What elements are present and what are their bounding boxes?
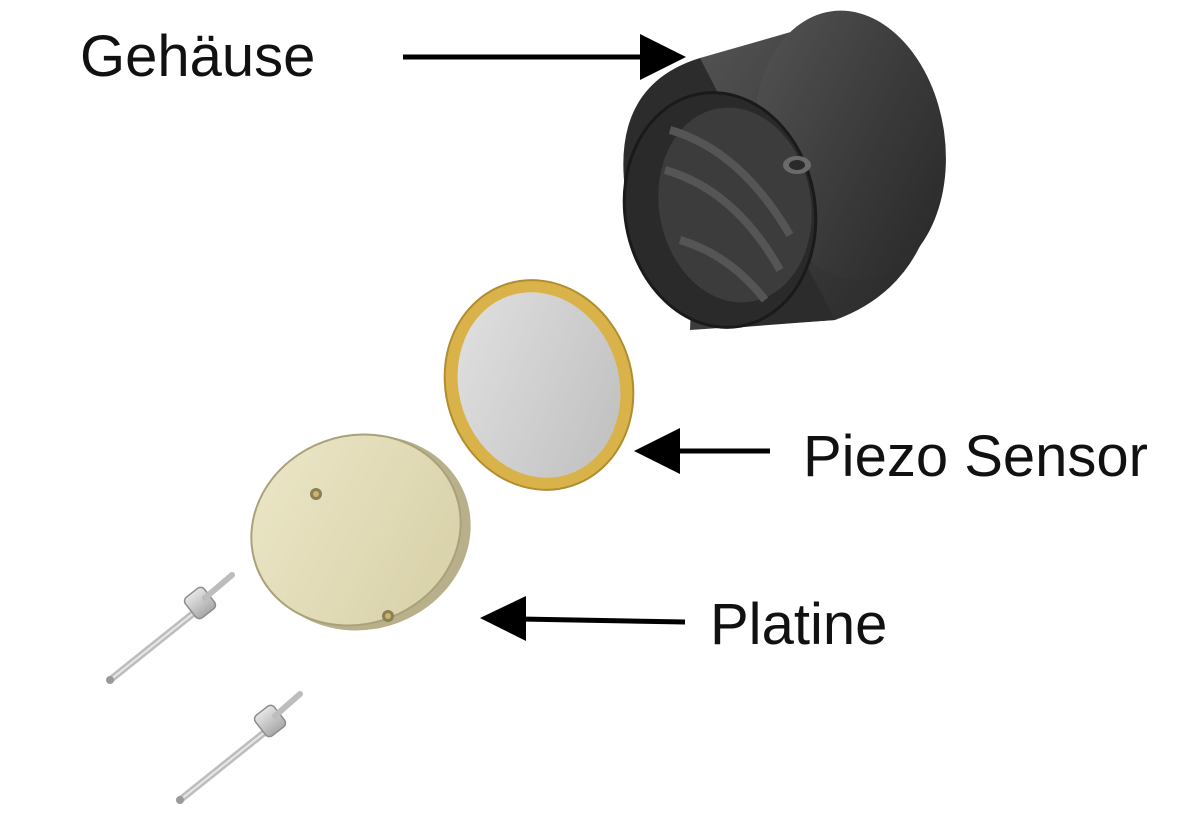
housing-part xyxy=(622,10,946,330)
piezo-sensor-label: Piezo Sensor xyxy=(803,424,1148,489)
circuit-board-part xyxy=(250,433,471,631)
housing-label: Gehäuse xyxy=(80,24,316,89)
connector-pin-upper xyxy=(106,572,235,684)
arrow-to-circuit-board xyxy=(480,596,686,641)
piezo-sensor-part xyxy=(443,279,635,491)
connector-pin-lower xyxy=(176,691,303,804)
arrow-to-housing xyxy=(403,34,686,80)
circuit-board-label: Platine xyxy=(710,592,888,657)
arrow-to-piezo-sensor xyxy=(634,428,770,474)
